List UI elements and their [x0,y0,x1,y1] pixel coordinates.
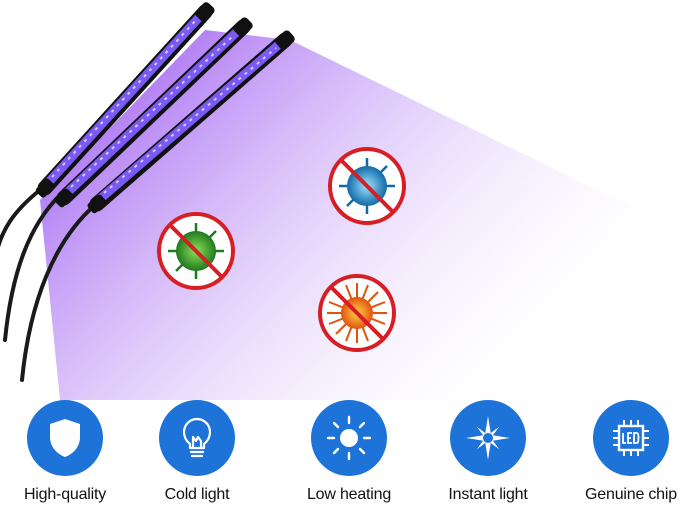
feature-genuine-chip: Genuine chip [571,400,691,516]
feature-instant-light: Instant light [428,400,548,516]
green-virus-prohibited [157,212,235,290]
shield-icon [50,419,80,457]
feature-cold-light: Cold light [137,400,257,516]
feature-label: Cold light [164,486,230,503]
lightbulb-badge [159,400,235,476]
led-chip-icon [613,420,649,456]
lightbulb-icon [182,417,212,458]
led-chip-badge [593,400,669,476]
blue-virus-prohibited [328,147,406,225]
feature-high-quality: High-quality [5,400,125,516]
feature-label: High-quality [23,486,107,503]
shield-badge [27,400,103,476]
sun-badge [311,400,387,476]
starburst-icon [466,416,510,460]
feature-label: Instant light [448,486,528,503]
feature-label: Low heating [306,486,392,503]
lamp-tube-1 [37,4,213,196]
lamp-tubes [35,2,295,214]
gooseneck-cables [0,188,97,382]
starburst-badge [450,400,526,476]
lamp-tube-3 [89,32,293,212]
tube-end-caps [35,2,295,214]
orange-virus-prohibited [318,274,396,352]
feature-label: Genuine chip [585,486,677,503]
sun-icon [326,415,372,461]
lamp-tube-2 [56,19,251,206]
feature-low-heating: Low heating [289,400,409,516]
